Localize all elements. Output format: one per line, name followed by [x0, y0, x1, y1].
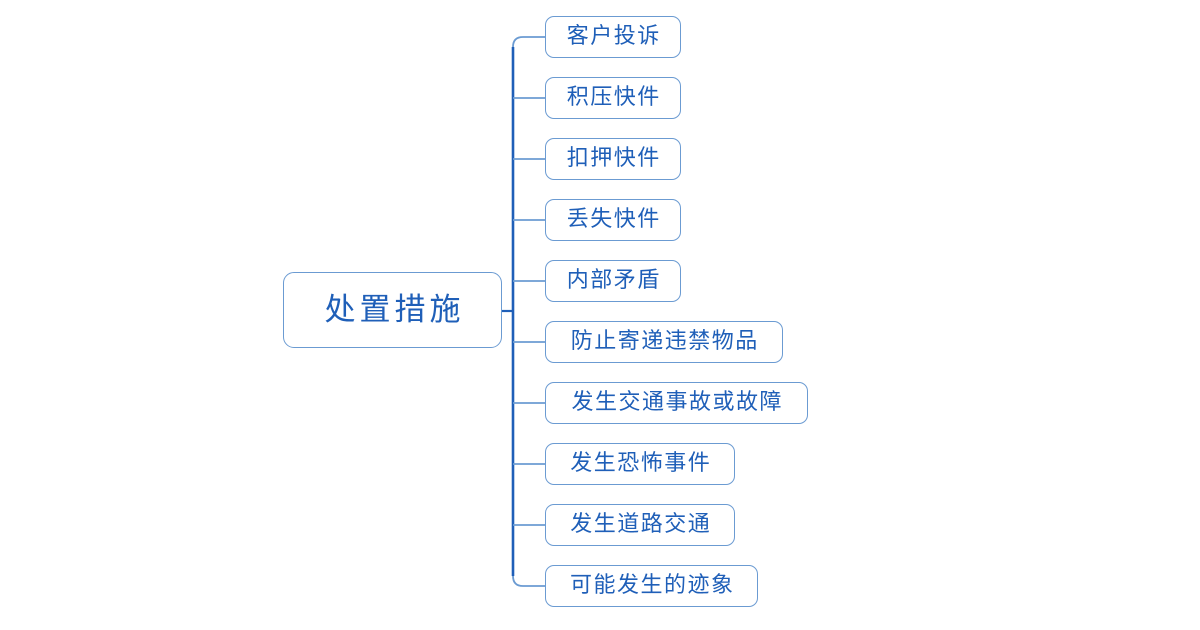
mindmap-child-node-10[interactable]: 可能发生的迹象 [545, 565, 758, 607]
mindmap-child-node-6-label: 防止寄递违禁物品 [570, 329, 759, 354]
mindmap-child-node-6[interactable]: 防止寄递违禁物品 [545, 321, 783, 363]
mindmap-child-node-7[interactable]: 发生交通事故或故障 [545, 382, 808, 424]
mindmap-child-node-2[interactable]: 积压快件 [545, 77, 681, 119]
mindmap-child-node-1-label: 客户投诉 [566, 24, 661, 49]
connector-branch-1 [512, 36, 545, 48]
mindmap-child-node-3-label: 扣押快件 [566, 146, 661, 171]
mindmap-child-node-3[interactable]: 扣押快件 [545, 138, 681, 180]
mindmap-child-node-7-label: 发生交通事故或故障 [571, 390, 783, 415]
mindmap-child-node-2-label: 积压快件 [566, 85, 661, 110]
mindmap-root-node-label: 处置措施 [324, 291, 465, 328]
mindmap-child-node-4-label: 丢失快件 [566, 207, 661, 232]
mindmap-child-node-8-label: 发生恐怖事件 [570, 451, 712, 476]
mindmap-child-node-8[interactable]: 发生恐怖事件 [545, 443, 735, 485]
mindmap-child-node-9[interactable]: 发生道路交通 [545, 504, 735, 546]
mindmap-child-node-9-label: 发生道路交通 [570, 512, 712, 537]
connector-branch-10 [512, 575, 545, 587]
mindmap-child-node-4[interactable]: 丢失快件 [545, 199, 681, 241]
mindmap-child-node-5-label: 内部矛盾 [566, 268, 661, 293]
mindmap-child-node-1[interactable]: 客户投诉 [545, 16, 681, 58]
mindmap-root-node[interactable]: 处置措施 [283, 272, 502, 348]
mindmap-child-node-10-label: 可能发生的迹象 [569, 573, 735, 598]
mindmap-child-node-5[interactable]: 内部矛盾 [545, 260, 681, 302]
